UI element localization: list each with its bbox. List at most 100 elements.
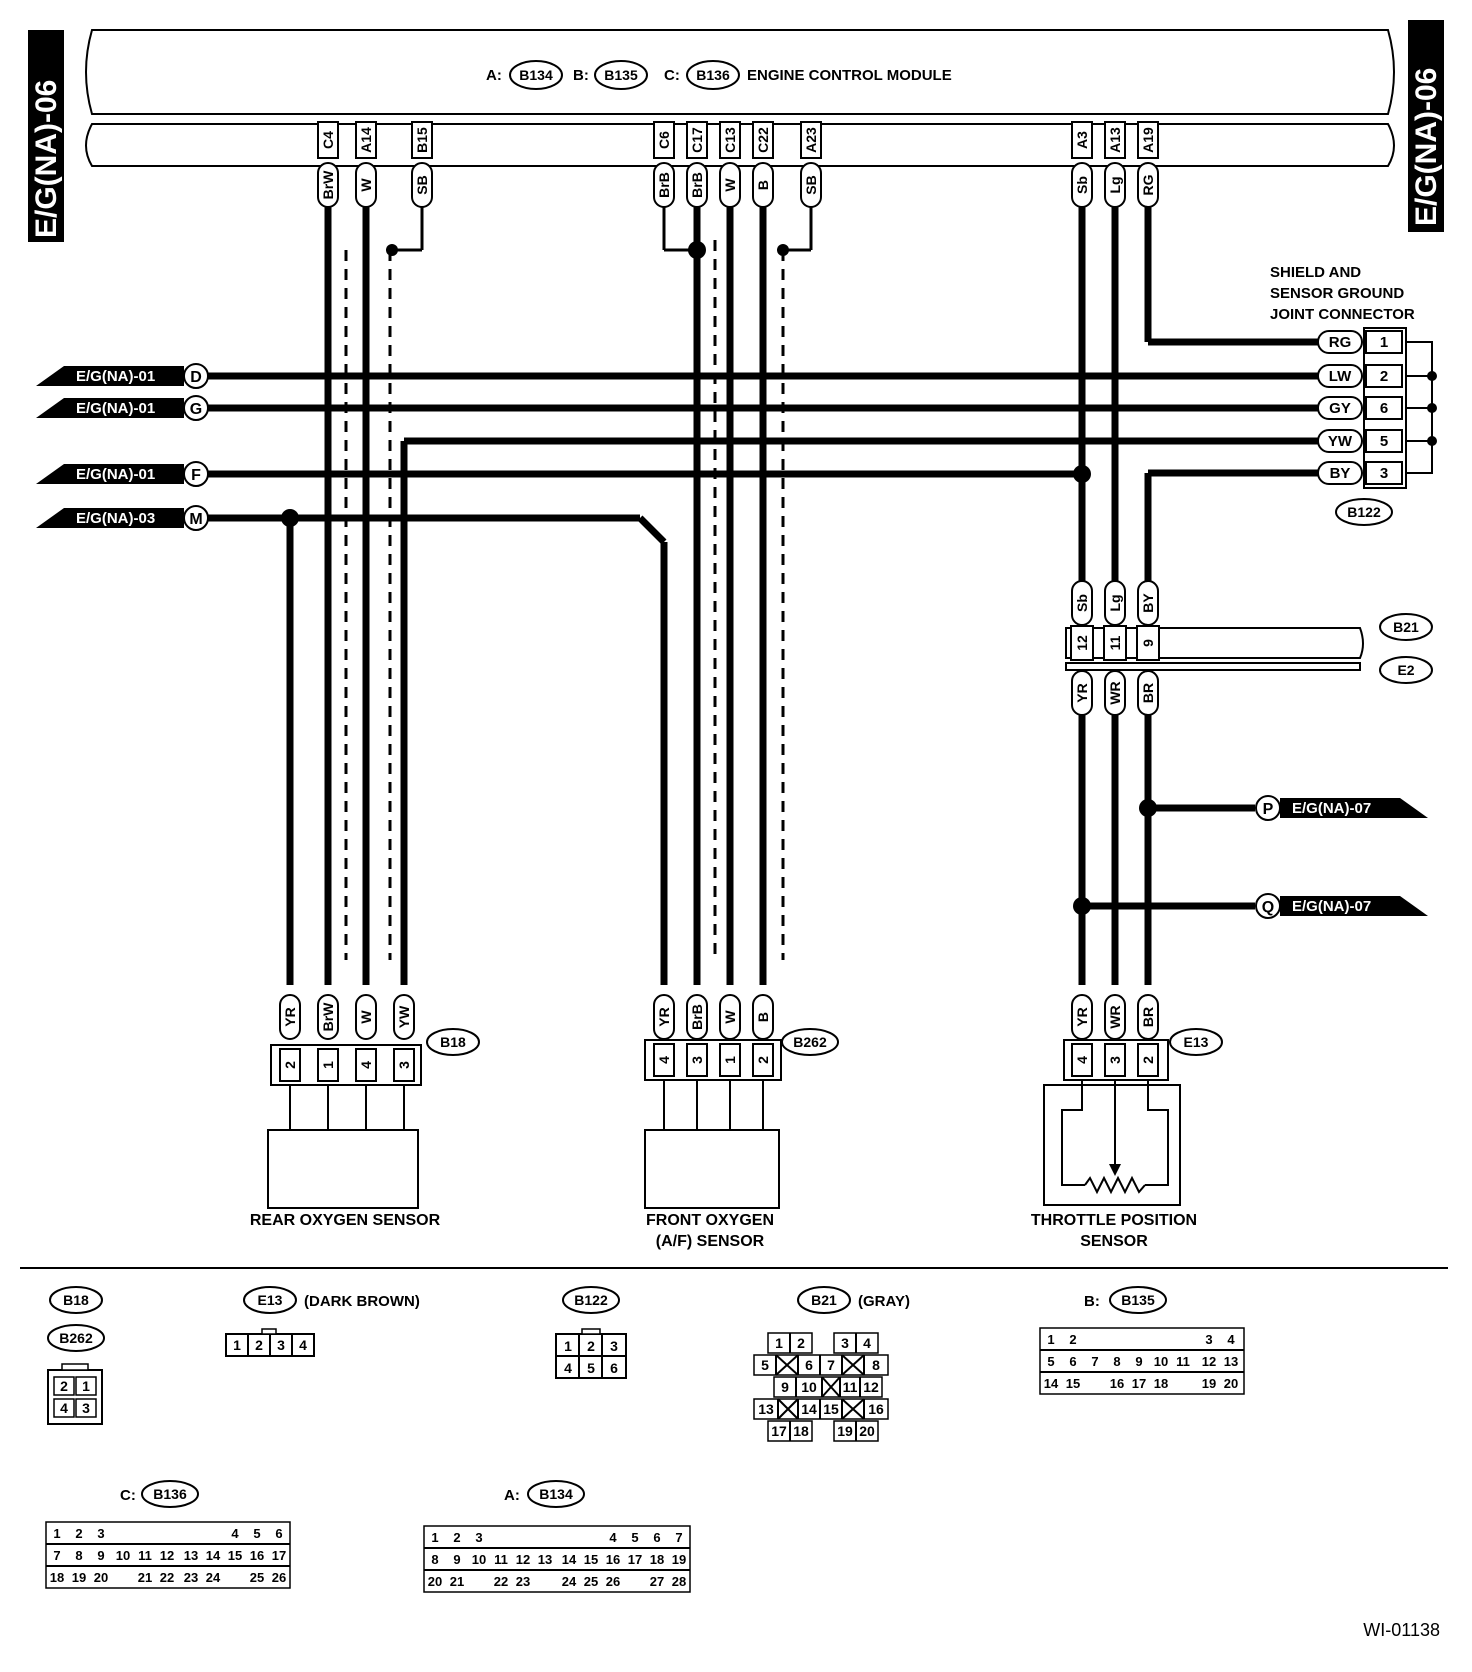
svg-text:3: 3 (841, 1335, 849, 1351)
svg-text:B:: B: (1084, 1293, 1100, 1310)
svg-text:E/G(NA)-07: E/G(NA)-07 (1292, 898, 1371, 915)
svg-text:2: 2 (75, 1526, 82, 1541)
svg-text:Lg: Lg (1107, 594, 1123, 611)
svg-text:LW: LW (1329, 368, 1352, 385)
svg-text:9: 9 (453, 1552, 460, 1567)
svg-text:YW: YW (1328, 433, 1353, 450)
svg-text:5: 5 (761, 1357, 769, 1373)
svg-text:1: 1 (53, 1526, 60, 1541)
svg-text:1: 1 (320, 1061, 336, 1069)
svg-text:SB: SB (414, 175, 430, 194)
svg-text:A:: A: (486, 67, 502, 84)
svg-text:SENSOR GROUND: SENSOR GROUND (1270, 285, 1404, 302)
svg-text:SENSOR: SENSOR (1080, 1233, 1148, 1250)
svg-text:11: 11 (843, 1379, 858, 1395)
svg-text:B262: B262 (59, 1330, 93, 1346)
svg-text:YR: YR (656, 1007, 672, 1026)
svg-text:3: 3 (475, 1530, 482, 1545)
b18-face: 2 1 4 3 (47, 1363, 103, 1425)
svg-text:19: 19 (1202, 1376, 1216, 1391)
svg-text:6: 6 (805, 1357, 813, 1373)
svg-text:YW: YW (396, 1005, 412, 1028)
svg-text:C4: C4 (320, 131, 336, 149)
svg-text:YR: YR (282, 1007, 298, 1026)
svg-text:16: 16 (868, 1401, 884, 1417)
svg-text:15: 15 (584, 1552, 598, 1567)
svg-text:A14: A14 (358, 127, 374, 153)
svg-text:24: 24 (206, 1570, 221, 1585)
svg-text:12: 12 (1074, 635, 1090, 651)
svg-text:JOINT CONNECTOR: JOINT CONNECTOR (1270, 306, 1415, 323)
svg-text:SHIELD AND: SHIELD AND (1270, 264, 1361, 281)
svg-text:E/G(NA)-01: E/G(NA)-01 (76, 466, 155, 483)
svg-text:B136: B136 (696, 67, 730, 83)
svg-text:11: 11 (1176, 1354, 1190, 1369)
svg-text:23: 23 (184, 1570, 198, 1585)
svg-text:4: 4 (656, 1056, 672, 1064)
svg-text:13: 13 (758, 1401, 774, 1417)
svg-text:C:: C: (664, 67, 680, 84)
svg-text:2: 2 (1069, 1332, 1076, 1347)
svg-text:9: 9 (1140, 639, 1156, 647)
svg-text:20: 20 (1224, 1376, 1238, 1391)
svg-text:RG: RG (1140, 174, 1156, 195)
svg-text:12: 12 (863, 1379, 879, 1395)
svg-text:Q: Q (1262, 899, 1274, 916)
svg-text:19: 19 (837, 1423, 853, 1439)
svg-text:3: 3 (1205, 1332, 1212, 1347)
svg-text:BR: BR (1140, 683, 1156, 703)
svg-text:4: 4 (609, 1530, 617, 1545)
svg-text:6: 6 (1069, 1354, 1076, 1369)
svg-text:4: 4 (60, 1400, 68, 1416)
svg-text:12: 12 (516, 1552, 530, 1567)
svg-text:20: 20 (428, 1574, 442, 1589)
svg-text:B134: B134 (519, 67, 553, 83)
svg-text:BY: BY (1330, 465, 1351, 482)
svg-text:E/G(NA)-06: E/G(NA)-06 (30, 80, 63, 238)
svg-text:3: 3 (97, 1526, 104, 1541)
svg-text:6: 6 (275, 1526, 282, 1541)
svg-text:REAR OXYGEN SENSOR: REAR OXYGEN SENSOR (250, 1212, 441, 1229)
svg-text:4: 4 (299, 1337, 307, 1353)
svg-text:W: W (358, 178, 374, 192)
svg-text:Sb: Sb (1074, 176, 1090, 194)
svg-text:26: 26 (272, 1570, 286, 1585)
svg-text:8: 8 (431, 1552, 438, 1567)
svg-text:6: 6 (1380, 400, 1388, 417)
svg-text:14: 14 (801, 1401, 817, 1417)
svg-text:18: 18 (1154, 1376, 1168, 1391)
svg-text:5: 5 (1380, 433, 1388, 450)
svg-text:8: 8 (75, 1548, 82, 1563)
svg-text:11: 11 (138, 1548, 152, 1563)
svg-text:BrB: BrB (689, 1004, 705, 1030)
svg-text:WR: WR (1107, 1005, 1123, 1028)
svg-text:B18: B18 (63, 1292, 89, 1308)
svg-text:2: 2 (282, 1061, 298, 1069)
svg-text:B21: B21 (811, 1292, 837, 1308)
svg-text:2: 2 (60, 1378, 68, 1394)
svg-text:1: 1 (1047, 1332, 1054, 1347)
svg-text:A13: A13 (1107, 127, 1123, 153)
svg-text:12: 12 (1202, 1354, 1216, 1369)
svg-text:16: 16 (606, 1552, 620, 1567)
svg-text:1: 1 (564, 1338, 572, 1354)
svg-text:A:: A: (504, 1487, 520, 1504)
svg-text:9: 9 (1135, 1354, 1142, 1369)
svg-text:11: 11 (494, 1552, 508, 1567)
front-oxygen-sensor: YR BrB W B 4 3 1 2 B262 FRONT OXYGEN (A/… (644, 994, 839, 1250)
page-tab-left: E/G(NA)-06 (28, 30, 64, 242)
svg-text:BrB: BrB (656, 172, 672, 198)
svg-text:13: 13 (538, 1552, 552, 1567)
e13-face: 1 2 3 4 (225, 1328, 315, 1357)
svg-text:3: 3 (1380, 465, 1388, 482)
svg-text:A19: A19 (1140, 127, 1156, 153)
svg-text:19: 19 (672, 1552, 686, 1567)
svg-text:27: 27 (650, 1574, 664, 1589)
svg-text:E/G(NA)-01: E/G(NA)-01 (76, 368, 155, 385)
svg-text:4: 4 (358, 1061, 374, 1069)
svg-text:4: 4 (1227, 1332, 1235, 1347)
svg-text:16: 16 (1110, 1376, 1124, 1391)
svg-text:2: 2 (1140, 1056, 1156, 1064)
svg-text:C17: C17 (689, 127, 705, 153)
